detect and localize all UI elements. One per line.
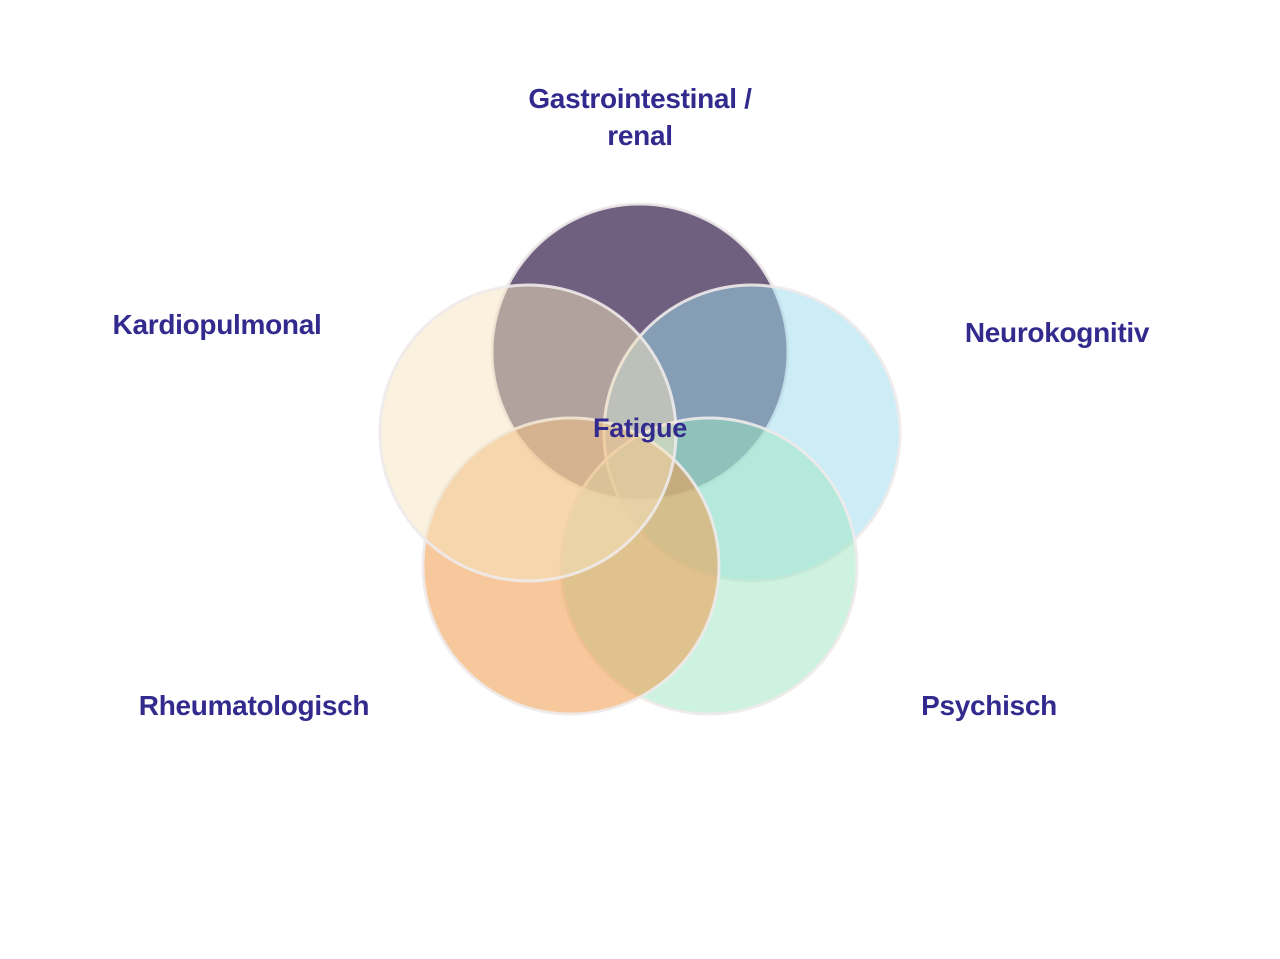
label-psychisch: Psychisch	[921, 690, 1057, 721]
label-gastrointestinal-renal: Gastrointestinal / renal	[0, 80, 1280, 154]
label-rheumatologisch: Rheumatologisch	[138, 690, 370, 721]
circle-kardiopulmonal	[378, 283, 678, 583]
label-gastrointestinal-renal-line2: renal	[607, 120, 673, 151]
label-fatigue: Fatigue	[593, 413, 687, 443]
label-gastrointestinal-renal-line1: Gastrointestinal /	[528, 83, 752, 114]
label-kardiopulmonal: Kardiopulmonal	[112, 309, 322, 340]
label-neurokognitiv: Neurokognitiv	[964, 317, 1150, 348]
